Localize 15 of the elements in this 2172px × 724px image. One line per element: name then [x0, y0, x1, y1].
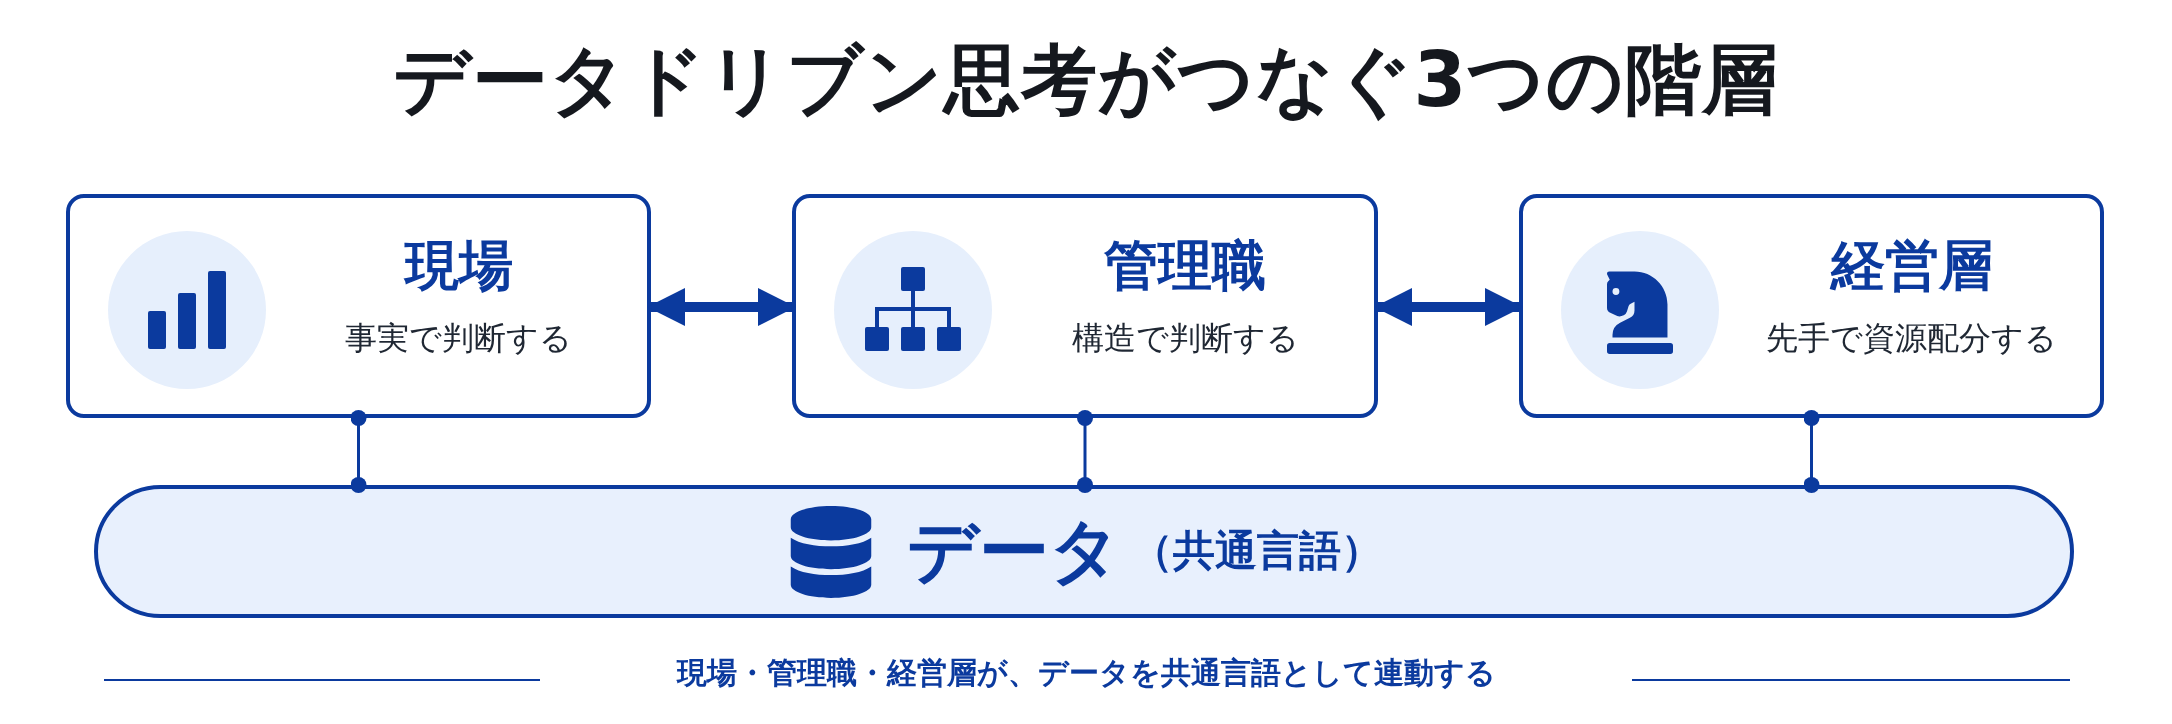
card-title: 経営層	[1830, 234, 1993, 299]
layer-card	[66, 194, 651, 418]
layer-card	[792, 194, 1378, 418]
card-description: 先手で資源配分する	[1766, 318, 2057, 358]
card-description: 構造で判断する	[1071, 318, 1299, 358]
band-title: データ	[907, 513, 1121, 590]
connector-line	[1077, 410, 1093, 493]
connector-line	[1803, 410, 1820, 493]
band-subtitle: （共通言語）	[1131, 528, 1383, 575]
card-title: 管理職	[1104, 234, 1266, 299]
card-description: 事実で判断する	[345, 318, 572, 358]
connector-line	[350, 410, 367, 493]
layer-card	[1519, 194, 2104, 418]
title: データドリブン思考がつなぐ3つの階層	[391, 38, 1781, 122]
card-title: 現場	[404, 234, 513, 299]
